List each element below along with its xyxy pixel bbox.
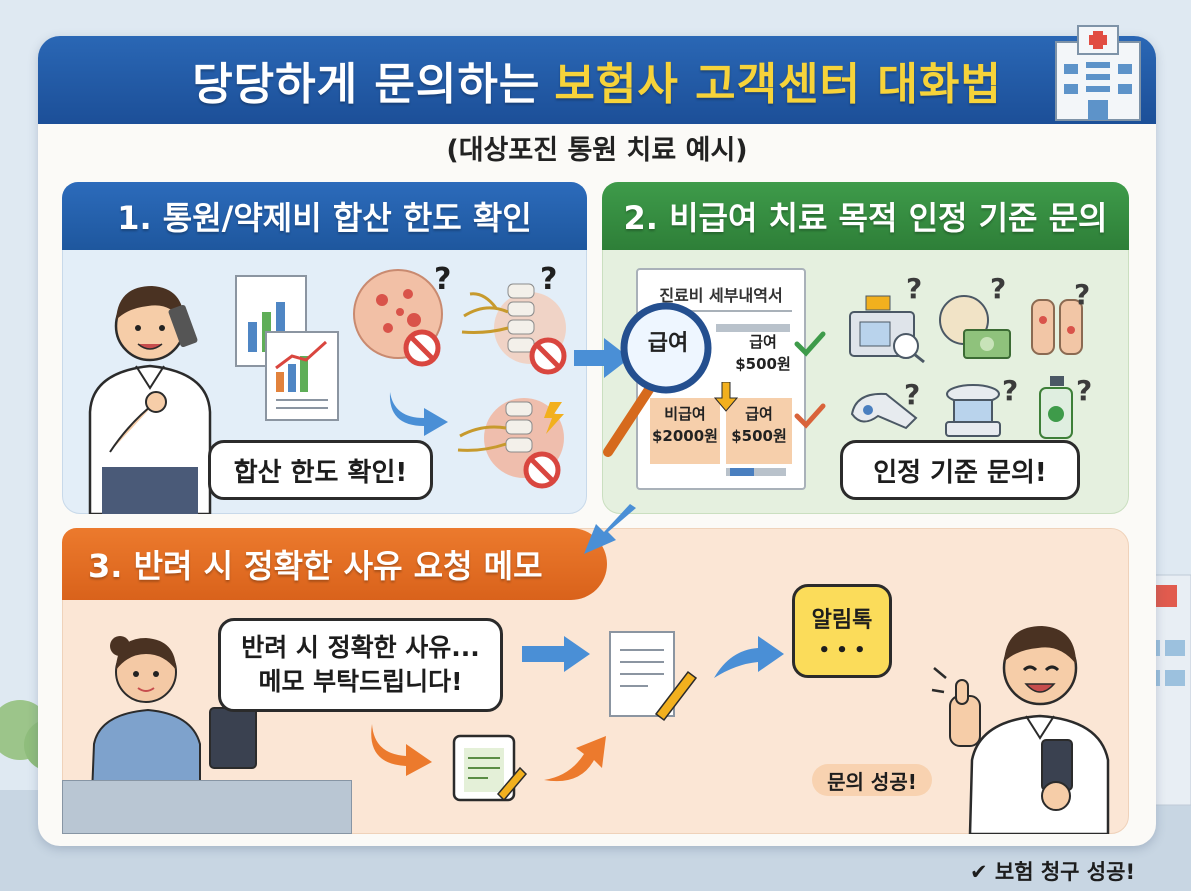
receipt-lines	[650, 324, 792, 476]
question-mark-icon: ?	[904, 378, 921, 411]
receipt-row2-left-amount: $2000원	[652, 427, 718, 445]
orange-arrow-up-icon	[544, 736, 606, 782]
orange-arrow-icon	[371, 724, 432, 776]
alimtalk-dots: • • •	[818, 639, 866, 661]
nerve-spine-icon	[461, 283, 567, 375]
success-label: 문의 성공!	[812, 764, 932, 796]
step3-heading: 3. 반려 시 정확한 사유 요청 메모	[62, 528, 607, 600]
magnifying-glass-icon	[603, 302, 712, 457]
step3-speech-bubble: 반려 시 정확한 사유... 메모 부탁드립니다!	[218, 618, 503, 712]
check-icon	[794, 331, 826, 357]
question-mark-icon: ?	[906, 272, 923, 305]
step2-speech-bubble: 인정 기준 문의!	[840, 440, 1080, 500]
laser-device-icon	[850, 392, 918, 430]
title-bar: 당당하게 문의하는 보험사 고객센터 대화법	[38, 36, 1156, 124]
arrow-right-icon	[574, 338, 630, 378]
nerve-pain-icon	[457, 398, 564, 489]
step1-heading: 1. 통원/약제비 합산 한도 확인	[62, 182, 587, 250]
question-mark-icon: ?	[1002, 374, 1019, 407]
question-mark-icon: ?	[540, 262, 558, 297]
agent-woman-illustration	[90, 636, 257, 794]
step1-speech-bubble: 합산 한도 확인!	[208, 440, 433, 500]
step2-heading: 2. 비급여 치료 목적 인정 기준 문의	[602, 182, 1129, 250]
blue-arrow-icon	[389, 392, 448, 436]
alimtalk-bubble: 알림톡 • • •	[792, 584, 892, 678]
medical-device-icon	[849, 295, 925, 364]
hospital-icon	[1055, 25, 1141, 121]
desk	[62, 780, 352, 834]
rash-skin-icon	[353, 269, 443, 367]
blue-arrow-up-icon	[714, 636, 784, 678]
question-mark-icon: ?	[434, 262, 452, 297]
man-on-phone-illustration	[88, 286, 212, 514]
ointment-bottle-icon	[1039, 376, 1073, 439]
receipt-row1-amount: $500원	[735, 355, 791, 373]
title-part-b: 보험사 고객센터 대화법	[554, 59, 1002, 110]
claim-success-footer: ✔ 보험 청구 성공!	[970, 860, 1136, 884]
question-mark-icon: ?	[990, 272, 1007, 305]
skin-treatment-icon	[1031, 299, 1083, 355]
happy-man-illustration	[931, 626, 1110, 834]
check-icon	[794, 403, 826, 429]
memo-document-icon	[609, 631, 698, 722]
receipt-row2-right-amount: $500원	[731, 427, 787, 445]
blue-arrow-icon	[522, 636, 590, 672]
money-icon	[939, 295, 1011, 359]
magnified-label: 급여	[647, 331, 689, 356]
step3-bubble-line1: 반려 시 정확한 사유...	[241, 633, 480, 662]
receipt-row2-right-label: 급여	[745, 405, 773, 423]
receipt-row1-label: 급여	[749, 333, 777, 351]
title-part-a: 당당하게 문의하는	[192, 59, 541, 110]
receipt-row2-left-label: 비급여	[664, 405, 706, 423]
ultrasound-device-icon	[945, 384, 1001, 437]
question-mark-icon: ?	[1076, 374, 1093, 407]
subtitle: (대상포진 통원 치료 예시)	[446, 135, 748, 166]
down-arrow-icon	[714, 382, 738, 412]
notepad-icon	[452, 734, 528, 802]
alimtalk-title: 알림톡	[811, 607, 873, 633]
question-mark-icon: ?	[1074, 278, 1091, 311]
chart-documents-icon	[235, 275, 339, 421]
arrow-down-left-icon	[584, 504, 636, 554]
receipt-title: 진료비 세부내역서	[650, 282, 792, 312]
step3-bubble-line2: 메모 부탁드립니다!	[258, 667, 463, 696]
